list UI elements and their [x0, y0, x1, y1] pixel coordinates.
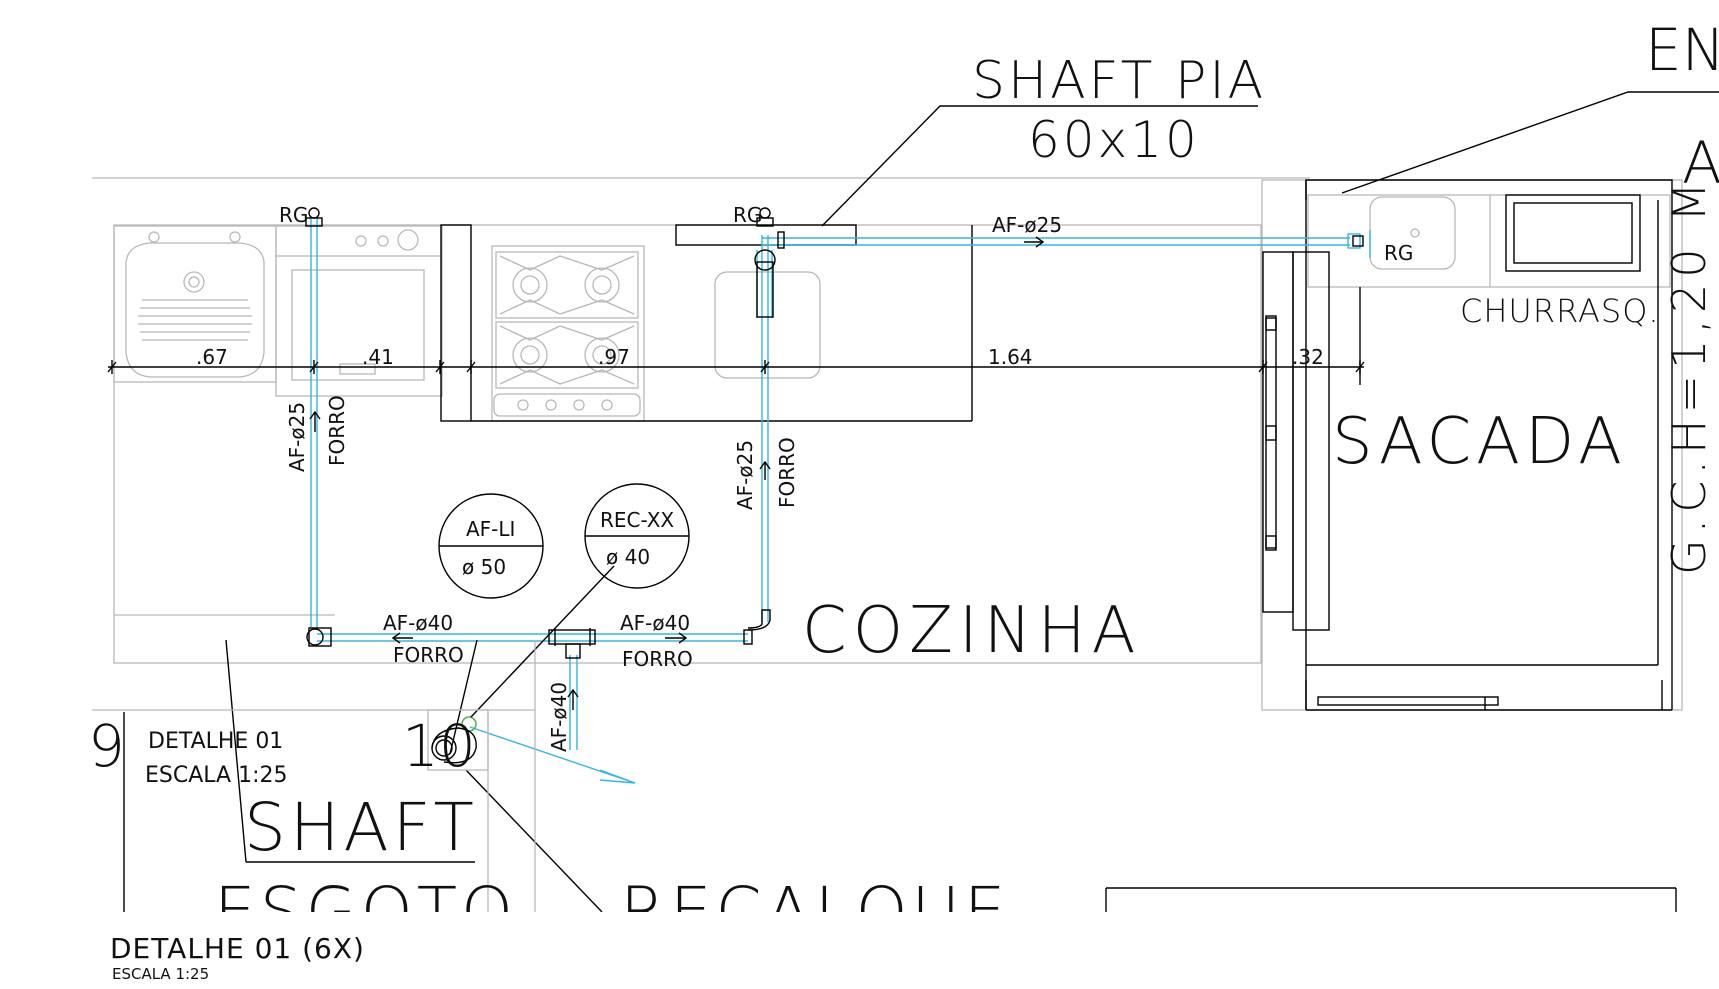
- forro-label-vert-mid: FORRO: [775, 437, 799, 508]
- pipe-label-bottom-right: AF-ø40: [620, 611, 690, 635]
- leader-lines: [225, 91, 1719, 913]
- flow-arrows: [309, 236, 1045, 710]
- dim-097: .97: [598, 345, 630, 369]
- tag-af-li-bottom: ø 50: [462, 555, 506, 579]
- shaft-pia-size: 60x10: [1028, 111, 1200, 169]
- tag-af-li: [438, 493, 544, 599]
- architecture-light: [92, 177, 1683, 711]
- pipe-label-vert-mid: AF-ø25: [733, 440, 757, 510]
- top-right-partial: EN: [1645, 16, 1719, 84]
- detail-number-mid: 10: [402, 712, 476, 780]
- top-right-partial-2: A: [1682, 129, 1719, 197]
- footer-title: DETALHE 01 (6X): [110, 932, 365, 965]
- pipe-label-top: AF-ø25: [992, 213, 1062, 237]
- piping-network: [310, 217, 1371, 784]
- detail-number-left: 9: [88, 712, 125, 780]
- tag-rec-xx: [584, 483, 690, 589]
- room-label-churrasq: CHURRASQ.: [1460, 292, 1660, 330]
- room-label-sacada: SACADA: [1332, 405, 1627, 479]
- tag-rec-xx-top: REC-XX: [600, 508, 674, 532]
- tag-af-li-top: AF-LI: [466, 517, 515, 541]
- shaft-esgoto-1: SHAFT: [244, 789, 478, 866]
- text-labels: SHAFT PIA 60x10 EN A G.C.H=1,20 M RG RG …: [88, 16, 1719, 989]
- rg-label-2: RG: [733, 203, 762, 227]
- dimension-line: [107, 287, 1365, 385]
- pipe-fittings: [305, 207, 1364, 659]
- pipe-label-vert-left: AF-ø25: [285, 402, 309, 472]
- forro-label-bottom-left: FORRO: [393, 643, 464, 667]
- dim-067: .67: [196, 345, 228, 369]
- forro-label-bottom-right: FORRO: [622, 647, 693, 671]
- footer-scale: ESCALA 1:25: [112, 965, 209, 983]
- dim-164: 1.64: [988, 345, 1033, 369]
- rg-label-3: RG: [1384, 241, 1413, 265]
- shaft-pia-title: SHAFT PIA: [972, 51, 1266, 111]
- bottom-mask: [92, 912, 1719, 989]
- tag-rec-xx-bottom: ø 40: [606, 545, 650, 569]
- detail-scale: ESCALA 1:25: [145, 763, 287, 788]
- rg-label-1: RG: [279, 203, 308, 227]
- detail-label: DETALHE 01: [148, 729, 283, 754]
- forro-label-vert-left: FORRO: [325, 395, 349, 466]
- dim-041: .41: [362, 345, 394, 369]
- vertical-gch-label: G.C.H=1,20 M: [1662, 176, 1716, 575]
- room-label-cozinha: COZINHA: [802, 594, 1142, 668]
- architecture-walls: [440, 179, 1673, 711]
- pipe-label-bottom-left: AF-ø40: [383, 611, 453, 635]
- dim-032: .32: [1292, 345, 1324, 369]
- pipe-label-vert-down: AF-ø40: [547, 682, 571, 752]
